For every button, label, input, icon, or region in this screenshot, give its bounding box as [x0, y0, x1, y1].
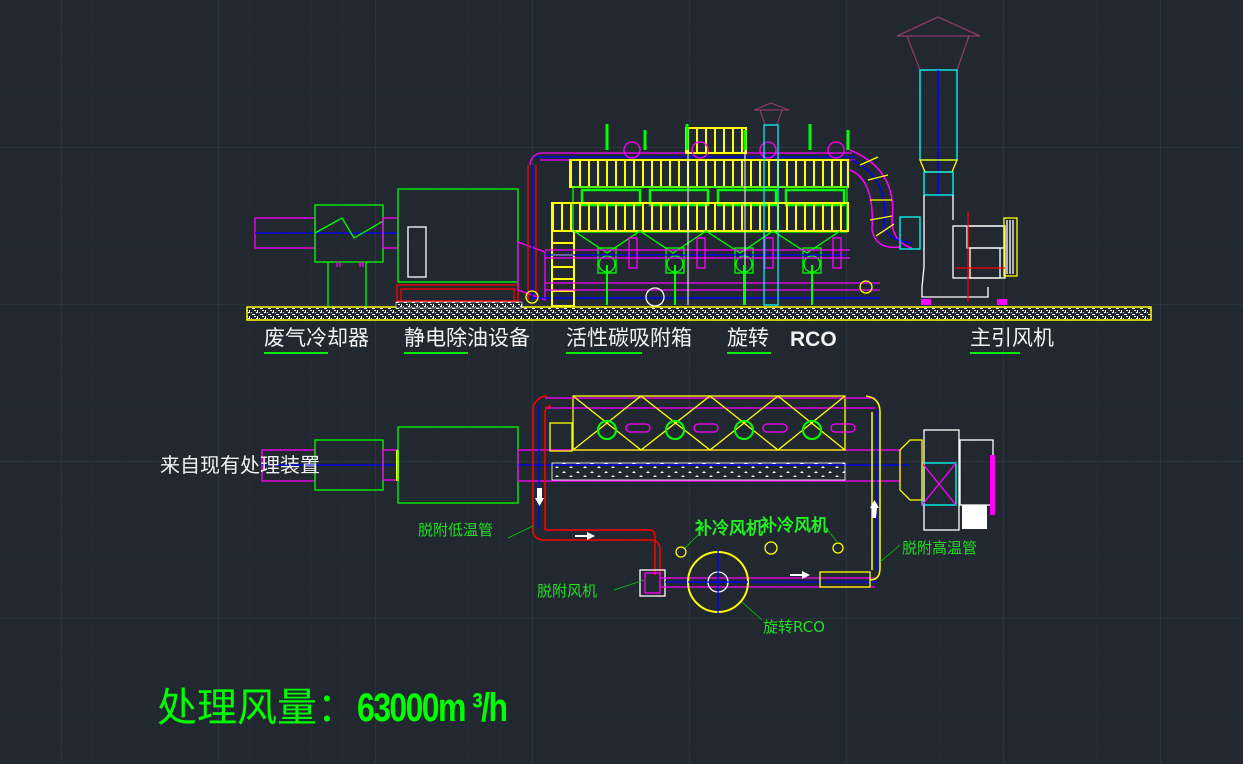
label-gas-cooler: 废气冷却器	[264, 326, 369, 350]
label-high-temp-pipe: 脱附高温管	[902, 539, 978, 557]
label-cooling-fan-2: 补冷风机	[760, 516, 828, 536]
label-rotary: 旋转	[727, 326, 769, 350]
plan-view	[261, 395, 995, 621]
label-electrostatic-oil-remover: 静电除油设备	[404, 326, 530, 350]
airflow-annotation: 处理风量：63000m ³/h	[157, 688, 544, 728]
label-main-fan: 主引风机	[970, 326, 1054, 350]
airflow-label: 处理风量：	[157, 685, 357, 731]
electrostatic-oil-remover-elevation	[395, 188, 523, 309]
label-activated-carbon-box: 活性碳吸附箱	[566, 326, 692, 350]
label-underline	[264, 352, 328, 354]
label-desorb-fan: 脱附风机	[537, 582, 598, 600]
activated-carbon-adsorber-elevation	[517, 124, 921, 307]
rco-chimney	[753, 102, 790, 306]
ground-base	[246, 306, 1152, 321]
label-source: 来自现有处理装置	[160, 453, 320, 477]
label-underline	[404, 352, 468, 354]
label-underline	[970, 352, 1020, 354]
label-rco: RCO	[790, 328, 837, 351]
label-low-temp-pipe: 脱附低温管	[418, 521, 494, 539]
gas-cooler-elevation	[254, 204, 399, 307]
label-rotary-rco: 旋转RCO	[763, 618, 825, 636]
label-underline	[727, 352, 771, 354]
airflow-value: 63000m ³/h	[357, 686, 508, 730]
label-underline	[566, 352, 642, 354]
label-cooling-fan-1: 补冷风机	[695, 519, 763, 539]
main-induced-fan-elevation	[896, 16, 1018, 305]
